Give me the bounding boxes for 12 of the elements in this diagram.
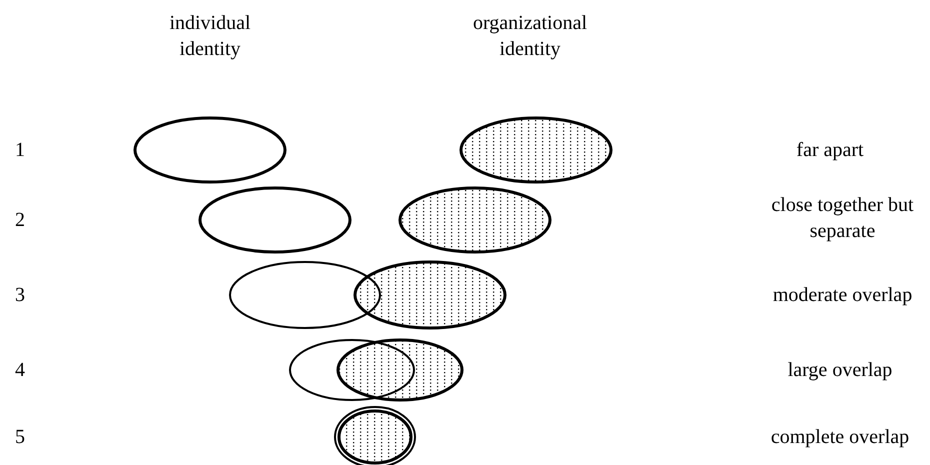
row-number: 2	[14, 208, 26, 233]
row-number: 3	[14, 283, 26, 308]
row-description: close together but separate	[770, 193, 915, 244]
row-description: complete overlap	[770, 425, 910, 450]
row-description: moderate overlap	[772, 283, 914, 308]
row-number: 1	[14, 138, 26, 163]
row-description: large overlap	[786, 358, 894, 383]
column-heading: organizational identity	[472, 11, 588, 62]
row-number: 5	[14, 425, 26, 450]
row-description: far apart	[795, 138, 865, 163]
row-number: 4	[14, 358, 26, 383]
column-heading: individual identity	[168, 11, 252, 62]
